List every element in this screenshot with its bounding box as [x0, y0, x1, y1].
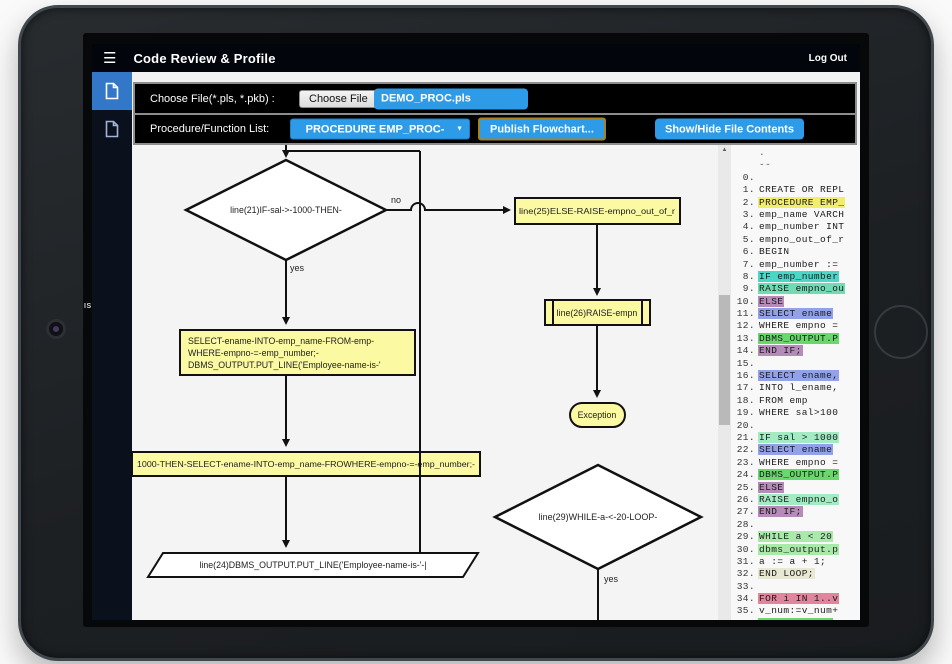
code-line: 21.IF sal > 1000: [736, 431, 840, 443]
code-line: 24.DBMS_OUTPUT.P: [736, 469, 840, 481]
code-line: 29.WHILE a < 20: [736, 531, 834, 543]
flow-label-yes: yes: [290, 263, 305, 273]
dropdown-arrow-icon: ▼: [456, 125, 463, 133]
scroll-up-icon[interactable]: ▲: [721, 147, 728, 153]
code-line: 15.: [736, 357, 755, 369]
code-line: 32.END LOOP;: [736, 568, 815, 580]
code-line: 19.WHERE sal>100: [736, 407, 839, 419]
flow-label-select-2: WHERE-empno-=-emp_number;-: [188, 348, 319, 358]
flow-label-if: line(21)IF-sal->-1000-THEN-: [230, 205, 342, 215]
code-line: 12.WHERE empno =: [736, 320, 839, 332]
flow-node-if-diamond: [183, 158, 389, 262]
file-name: DEMO_PROC.pls: [381, 92, 471, 105]
code-line: 9.RAISE empno_ou: [742, 283, 846, 295]
procedure-select-value: PROCEDURE EMP_PROC-: [305, 123, 445, 135]
code-line: 16.SELECT ename,: [736, 370, 840, 382]
code-line: 33.: [736, 580, 755, 592]
code-line: 28.: [736, 518, 755, 530]
code-line: 10.ELSE: [736, 295, 785, 307]
flow-label-raise: line(26)RAISE-empn: [557, 308, 638, 318]
flowchart-canvas: line(21)IF-sal->-1000-THEN- no yes line(…: [132, 145, 718, 620]
toolbar-row-file: Choose File(*.pls, *.pkb) : Choose File …: [135, 84, 855, 113]
flow-label-wide: 1000-THEN-SELECT-ename-INTO-emp_name-FRO…: [137, 459, 475, 469]
flow-node-output-parallelogram: [146, 552, 480, 578]
code-line: 7.emp_number :=: [742, 258, 839, 270]
code-line: 0.: [742, 171, 755, 183]
flow-node-wide-process: [132, 451, 481, 477]
flow-label-select-1: SELECT-ename-INTO-emp_name-FROM-emp-: [188, 336, 374, 346]
code-line: 27.END IF;: [736, 506, 803, 518]
tablet-frame: IS ☰ Code Review & Profile Log Out: [18, 5, 934, 661]
flow-node-exception-terminator: [569, 402, 626, 428]
flowchart-scrollbar: ▲: [718, 145, 731, 620]
code-line: 18.FROM emp: [736, 394, 808, 406]
flow-node-select-process: [179, 329, 416, 376]
app-window: ☰ Code Review & Profile Log Out: [92, 44, 860, 620]
code-line: 11.SELECT ename: [736, 308, 834, 320]
sidebar-item-file-1[interactable]: [92, 72, 132, 110]
code-line: .: [759, 147, 766, 158]
sidebar-item-file-2[interactable]: [92, 110, 132, 148]
home-button-ring: [874, 305, 928, 359]
page-title: Code Review & Profile: [133, 50, 276, 66]
edge-text: IS: [84, 303, 92, 310]
toolbar: Choose File(*.pls, *.pkb) : Choose File …: [133, 82, 857, 145]
code-line: 6.BEGIN: [742, 246, 790, 258]
file-icon: [105, 120, 119, 138]
code-line: 1.CREATE OR REPL: [742, 184, 845, 196]
show-hide-contents-button[interactable]: Show/Hide File Contents: [655, 118, 804, 140]
camera-icon: [46, 319, 66, 339]
code-line: 17.INTO l_ename,: [736, 382, 839, 394]
choose-file-button[interactable]: Choose File: [299, 89, 378, 108]
file-icon: [105, 82, 119, 100]
code-line: 22.SELECT ename: [736, 444, 834, 456]
flow-node-else-raise: [514, 197, 681, 225]
code-line: --: [759, 159, 772, 171]
code-line: 20.: [736, 419, 755, 431]
logout-button[interactable]: Log Out: [808, 52, 847, 64]
tablet-screen: IS ☰ Code Review & Profile Log Out: [83, 33, 869, 627]
sidebar: [92, 72, 132, 620]
flow-label-while: line(29)WHILE-a-<-20-LOOP-: [539, 512, 658, 522]
code-line: 30.dbms_output.p: [736, 543, 840, 555]
publish-flowchart-button[interactable]: Publish Flowchart...: [478, 117, 606, 141]
flow-label-else-raise: line(25)ELSE-RAISE-empno_out_of_r: [519, 206, 675, 216]
flow-edge-no: [386, 202, 511, 214]
code-line: 14.END IF;: [736, 345, 803, 357]
procedure-list-label: Procedure/Function List:: [150, 123, 270, 135]
code-line: 36.: [734, 617, 860, 620]
flow-node-while-diamond: [492, 463, 704, 571]
code-line: 8.IF emp_number: [742, 270, 840, 282]
flow-node-raise-predefined: [544, 299, 651, 326]
code-line: 25.ELSE: [736, 481, 785, 493]
code-line: 31.a := a + 1;: [736, 555, 827, 567]
code-line: 5.empno_out_of_r: [742, 233, 845, 245]
code-line: 13.DBMS_OUTPUT.P: [736, 332, 840, 344]
flow-label-exception: Exception: [578, 410, 617, 420]
code-line: 35.v_num:=v_num+: [736, 605, 839, 617]
flow-label-no: no: [391, 195, 401, 205]
code-line: 3.emp_name VARCH: [742, 208, 845, 220]
code-line: 34.FOR i IN 1..v: [736, 593, 840, 605]
scrollbar-thumb[interactable]: [719, 295, 730, 425]
file-name-box[interactable]: DEMO_PROC.pls: [374, 88, 528, 109]
code-line: 23.WHERE empno =: [736, 456, 839, 468]
choose-file-label: Choose File(*.pls, *.pkb) :: [150, 92, 275, 105]
menu-icon[interactable]: ☰: [103, 49, 117, 67]
code-line: 4.emp_number INT: [742, 221, 845, 233]
flow-label-yes-2: yes: [604, 574, 619, 584]
toolbar-row-procedure: Procedure/Function List: PROCEDURE EMP_P…: [135, 113, 855, 143]
app-header: ☰ Code Review & Profile Log Out: [92, 44, 860, 72]
flow-label-output: line(24)DBMS_OUTPUT.PUT_LINE('Employee-n…: [199, 560, 426, 570]
procedure-select[interactable]: PROCEDURE EMP_PROC- ▼: [290, 118, 470, 140]
code-line: 26.RAISE empno_o: [736, 493, 840, 505]
code-line: 2.PROCEDURE EMP_: [742, 196, 846, 208]
flow-label-select-3: DBMS_OUTPUT.PUT_LINE('Employee-name-is-': [188, 360, 381, 370]
